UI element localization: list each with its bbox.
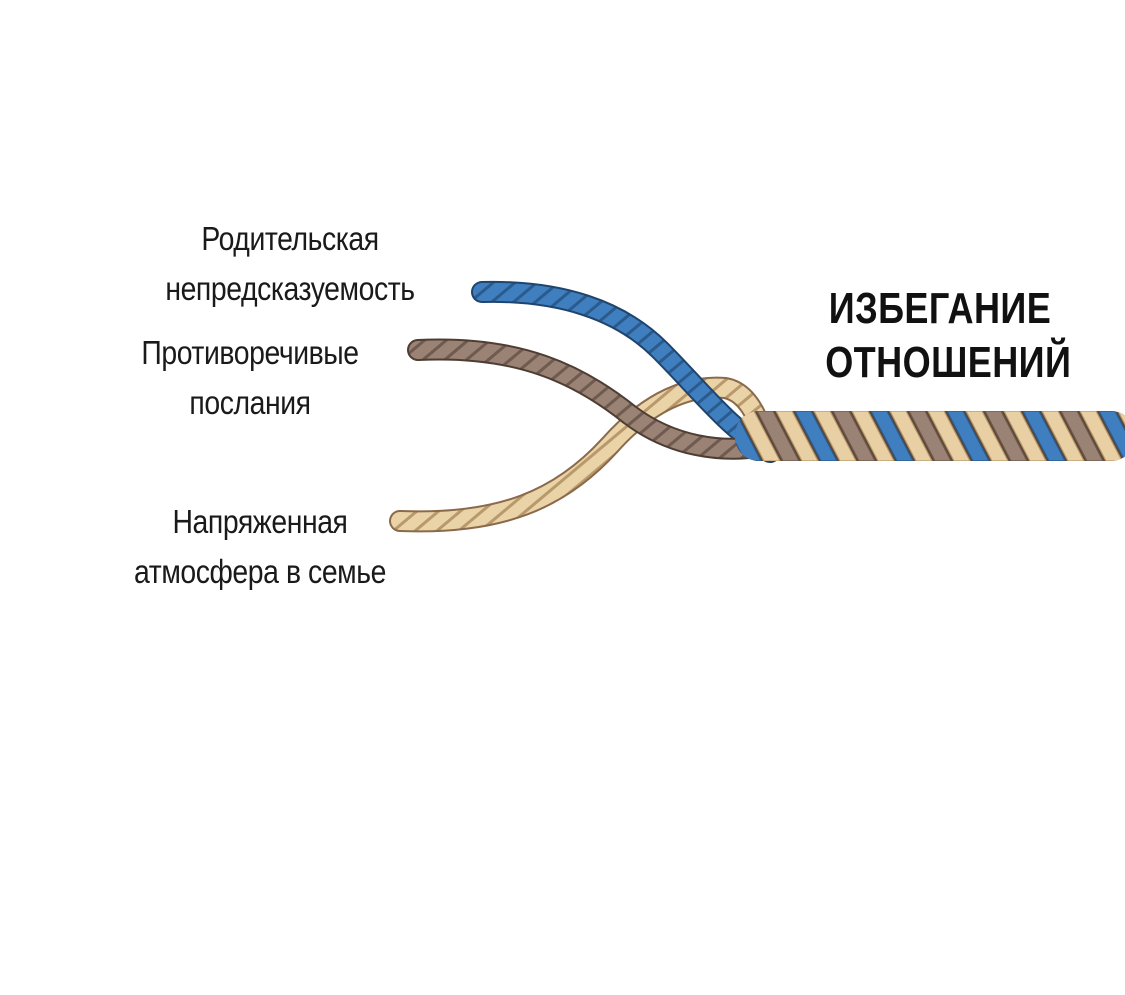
- braid-segment: [984, 411, 1028, 461]
- braid-segment: [756, 411, 800, 461]
- braid-segment: [775, 411, 819, 461]
- braid-segment: [813, 411, 857, 461]
- label-family-tension: Напряженная атмосфера в семье: [114, 497, 406, 597]
- label-tension-line-1: Напряженная: [172, 503, 348, 540]
- braid-segment: [908, 411, 952, 461]
- braid-segment: [735, 411, 762, 461]
- label-parental-unpredictability: Родительская непредсказуемость: [152, 214, 427, 314]
- braid-segment: [1022, 411, 1066, 461]
- braid-segment: [1098, 411, 1125, 461]
- label-tension-line-2: атмосфера в семье: [134, 553, 386, 590]
- braid-segment: [1041, 411, 1085, 461]
- braid-segment: [1060, 411, 1104, 461]
- braid-segment: [927, 411, 971, 461]
- braid-segment: [1079, 411, 1123, 461]
- braid-segment: [946, 411, 990, 461]
- braid-segment: [794, 411, 838, 461]
- braid-segment: [737, 411, 781, 461]
- braid-segment: [832, 411, 876, 461]
- braid-segment: [851, 411, 895, 461]
- label-contradictory-line-1: Противоречивые: [141, 334, 359, 371]
- strand-parental: [471, 280, 781, 463]
- label-parental-line-1: Родительская: [201, 220, 379, 257]
- result-title-line-2: ОТНОШЕНИЙ: [825, 338, 1072, 387]
- braid-segment: [889, 411, 933, 461]
- braid-segment: [870, 411, 914, 461]
- combined-rope: [735, 411, 1125, 461]
- label-contradictory-line-2: послания: [189, 384, 311, 421]
- result-title-line-1: ИЗБЕГАНИЕ: [828, 284, 1052, 333]
- braid-segment: [1003, 411, 1047, 461]
- strand-contradictory: [407, 338, 781, 460]
- label-contradictory-messages: Противоречивые послания: [125, 328, 374, 428]
- braid-segment: [965, 411, 1009, 461]
- label-parental-line-2: непредсказуемость: [165, 270, 415, 307]
- result-title: ИЗБЕГАНИЕ ОТНОШЕНИЙ: [825, 282, 1072, 390]
